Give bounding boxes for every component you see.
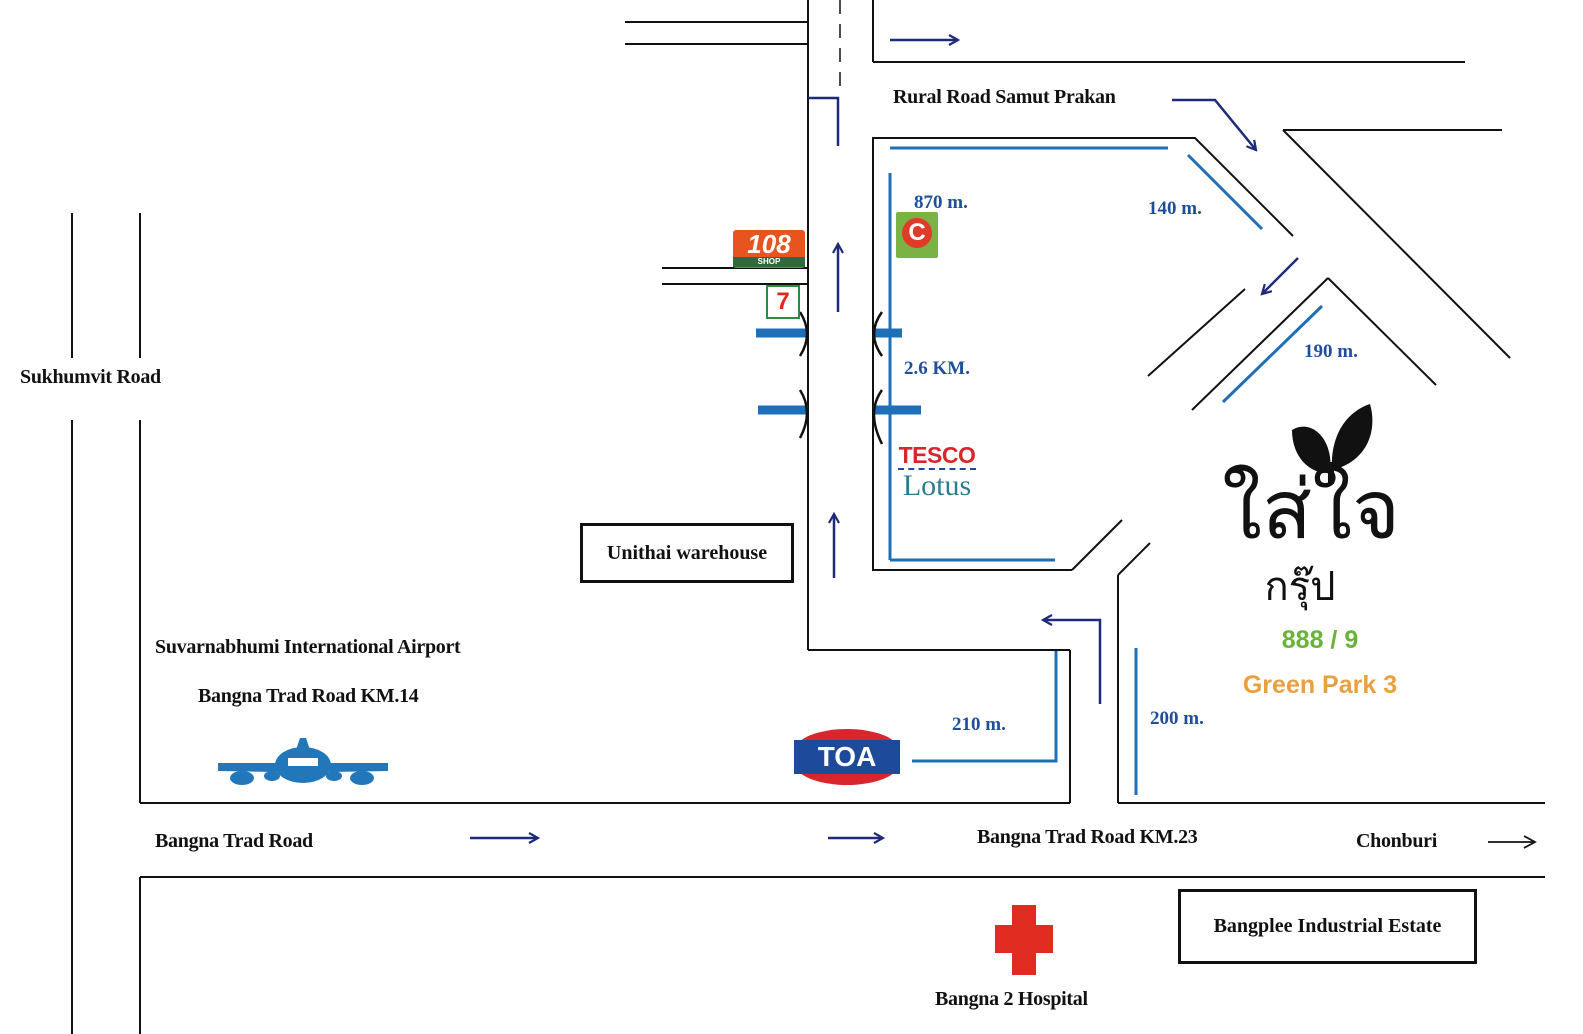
tesco-lotus-logo: TESCO Lotus — [894, 442, 980, 504]
rural-road-label: Rural Road Samut Prakan — [893, 86, 1116, 108]
distance-140m: 140 m. — [1148, 198, 1202, 219]
arrow-return — [808, 96, 840, 146]
route-lines — [756, 146, 1324, 795]
bigc-badge — [902, 218, 932, 248]
seven-eleven-number: 7 — [776, 288, 790, 315]
bigc-letter: C — [908, 219, 926, 246]
shop108-sub: SHOP — [733, 257, 805, 267]
toa-logo: TOA — [794, 729, 900, 785]
shop108-number: 108 — [747, 229, 791, 259]
route-210m — [912, 651, 1058, 763]
arrow-rural — [1172, 98, 1256, 150]
bangna-km14-label: Bangna Trad Road KM.14 — [198, 685, 419, 707]
airport-label: Suvarnabhumi International Airport — [155, 636, 461, 658]
unithai-warehouse-box: Unithai warehouse — [580, 523, 794, 583]
route-140m — [1186, 153, 1264, 231]
arrow-diag-down — [1262, 257, 1299, 294]
shop108-logo: 108 SHOP — [733, 230, 805, 268]
bangna-trad-label: Bangna Trad Road — [155, 830, 313, 852]
seven-eleven-logo: 7 — [766, 285, 800, 319]
destination-logo-line2: กรุ๊ป — [1264, 564, 1336, 610]
sukhumvit-road-label: Sukhumvit Road — [20, 366, 161, 388]
route-190m — [1221, 304, 1324, 404]
distance-870m: 870 m. — [914, 192, 968, 213]
toa-band — [794, 740, 900, 774]
distance-2-6km: 2.6 KM. — [904, 358, 970, 379]
bangna-km23-label: Bangna Trad Road KM.23 — [977, 826, 1198, 848]
destination-logo-line1: ใส่ใจ — [1222, 463, 1401, 558]
leaf-logo-icon — [1292, 404, 1373, 484]
lotus-text: Lotus — [902, 469, 972, 502]
destination-project: Green Park 3 — [1242, 671, 1398, 699]
chonburi-label: Chonburi — [1356, 830, 1437, 852]
bridge-brackets — [798, 311, 884, 445]
hospital-cross-icon — [995, 905, 1053, 975]
central-block — [872, 137, 1294, 571]
hospital-label: Bangna 2 Hospital — [935, 988, 1088, 1010]
toa-text: TOA — [817, 741, 877, 772]
distance-210m: 210 m. — [952, 714, 1006, 735]
road-outlines — [71, 0, 1545, 1034]
bigc-logo: C — [896, 212, 938, 258]
airplane-icon — [218, 738, 388, 785]
distance-200m: 200 m. — [1150, 708, 1204, 729]
direction-arrows — [470, 40, 1299, 838]
distance-190m: 190 m. — [1304, 341, 1358, 362]
destination-address: 888 / 9 — [1281, 626, 1359, 654]
arrow-left — [1043, 620, 1102, 704]
tesco-stripes — [898, 468, 976, 474]
tesco-text: TESCO — [898, 442, 976, 468]
bangplee-estate-box: Bangplee Industrial Estate — [1178, 889, 1477, 964]
